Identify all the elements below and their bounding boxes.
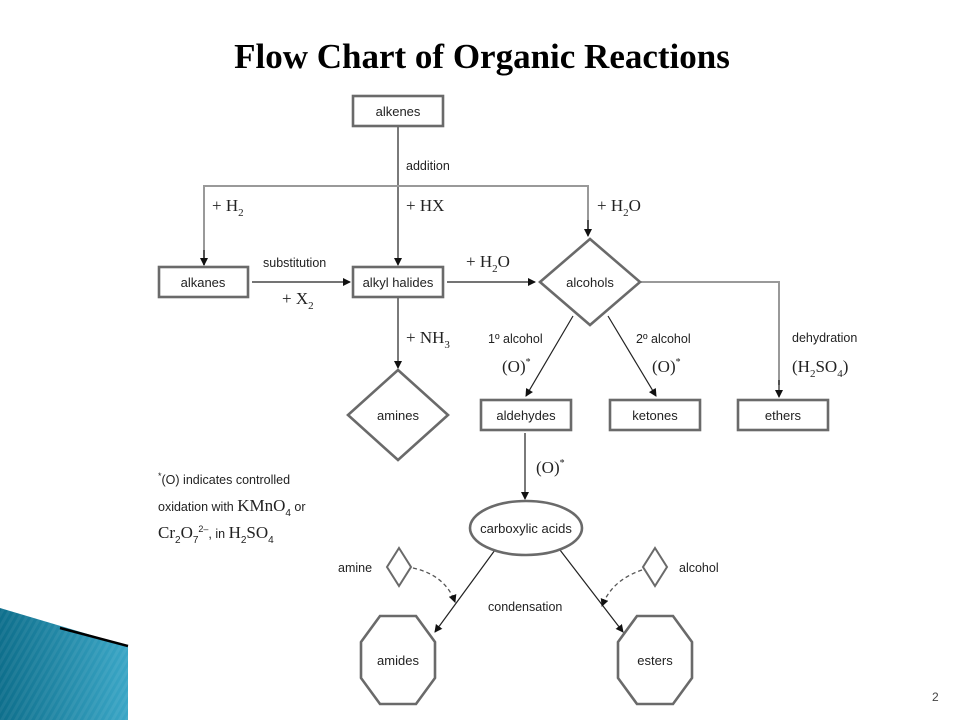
label-primary-alcohol: 1º alcohol xyxy=(488,332,543,346)
node-label: amine xyxy=(338,561,372,575)
label-plus-hx: + HX xyxy=(406,196,444,215)
node-label: alkanes xyxy=(181,275,226,290)
node-esters[interactable]: esters xyxy=(616,614,694,706)
node-label: aldehydes xyxy=(496,408,556,423)
label-plus-h2: + H2 xyxy=(212,196,244,219)
node-ketones[interactable]: ketones xyxy=(608,398,702,432)
label-oxidation-2: (O)* xyxy=(652,357,681,376)
label-oxidation-3: (O)* xyxy=(536,458,565,477)
label-plus-x2: + X2 xyxy=(282,289,314,312)
label-substitution: substitution xyxy=(263,256,326,270)
label-plus-nh3: + NH3 xyxy=(406,328,450,351)
footnote-line-3: Cr2O72–, in H2SO4 xyxy=(158,523,274,546)
label-h2so4: (H2SO4) xyxy=(792,357,848,380)
label-condensation: condensation xyxy=(488,600,562,614)
node-label: amides xyxy=(377,653,419,668)
node-alkanes[interactable]: alkanes xyxy=(157,265,250,299)
node-label: ketones xyxy=(632,408,678,423)
node-amines[interactable]: amines xyxy=(346,368,450,462)
label-plus-h2o-2: + H2O xyxy=(466,252,510,275)
node-aldehydes[interactable]: aldehydes xyxy=(479,398,573,432)
footnote-line-1: *(O) indicates controlled xyxy=(158,471,290,487)
footnote-line-2: oxidation with KMnO4 or xyxy=(158,496,306,519)
node-alkyl-halides[interactable]: alkyl halides xyxy=(351,265,445,299)
node-alcohol-reagent[interactable]: alcohol xyxy=(641,546,719,588)
node-alkenes[interactable]: alkenes xyxy=(351,94,445,128)
node-label: carboxylic acids xyxy=(480,521,572,536)
label-secondary-alcohol: 2º alcohol xyxy=(636,332,691,346)
label-dehydration: dehydration xyxy=(792,331,857,345)
node-label: amines xyxy=(377,408,419,423)
node-label: esters xyxy=(637,653,673,668)
node-amides[interactable]: amides xyxy=(359,614,437,706)
node-label: alkyl halides xyxy=(363,275,434,290)
page-title: Flow Chart of Organic Reactions xyxy=(234,37,730,76)
node-amine-reagent[interactable]: amine xyxy=(338,546,413,588)
node-label: ethers xyxy=(765,408,802,423)
node-ethers[interactable]: ethers xyxy=(736,398,830,432)
page-number: 2 xyxy=(932,690,939,704)
corner-decoration xyxy=(0,608,129,720)
node-label: alcohol xyxy=(679,561,719,575)
label-plus-h2o: + H2O xyxy=(597,196,641,219)
connectors xyxy=(200,127,783,633)
node-label: alcohols xyxy=(566,275,614,290)
footnote: *(O) indicates controlled oxidation with… xyxy=(158,471,306,546)
label-oxidation-1: (O)* xyxy=(502,357,531,376)
edge-labels: addition + H2 + HX + H2O substitution + … xyxy=(212,159,857,614)
node-label: alkenes xyxy=(376,104,421,119)
node-alcohols[interactable]: alcohols xyxy=(538,237,642,327)
label-addition: addition xyxy=(406,159,450,173)
node-carboxylic-acids[interactable]: carboxylic acids xyxy=(468,499,584,557)
